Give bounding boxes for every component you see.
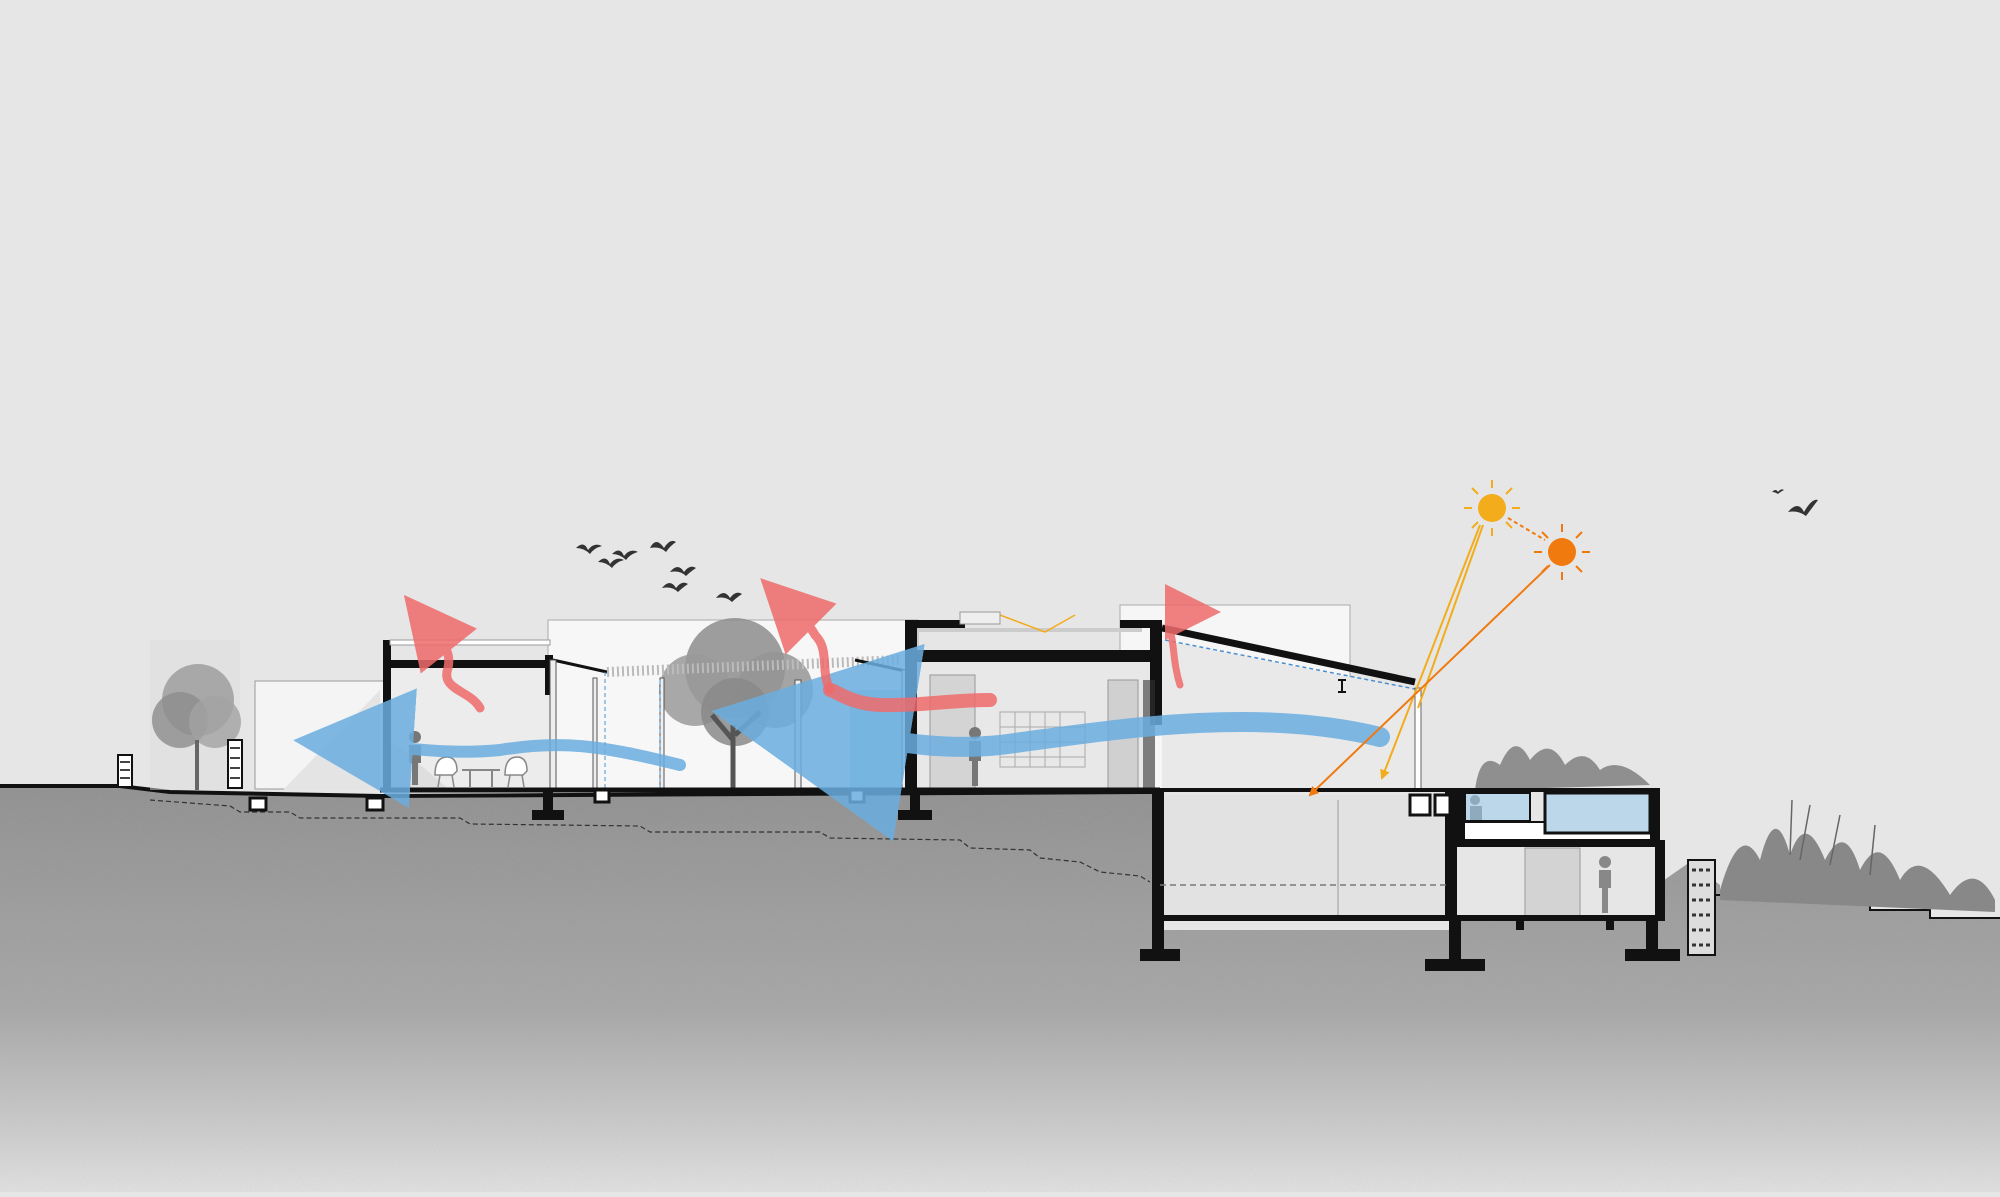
- east-wing: [1161, 624, 1422, 791]
- warm-airflow-roof: [1164, 584, 1221, 689]
- bird-solo: [1772, 489, 1818, 516]
- sun-high-icon: [1464, 480, 1520, 536]
- sun-rays: [1308, 517, 1551, 797]
- warm-airflow-west: [403, 594, 485, 713]
- gabion-right: [1687, 859, 1716, 956]
- bird-icon: [1788, 499, 1818, 516]
- person-pool: [1470, 795, 1482, 820]
- bird-icon: [612, 550, 638, 560]
- bird-icon: [576, 544, 602, 554]
- cool-airflow-west: [293, 688, 686, 809]
- warm-airflow-living: [823, 683, 997, 713]
- bird-icon: [1772, 489, 1784, 494]
- cool-airflow-main: [711, 643, 1390, 842]
- sun-ray-low: [1308, 564, 1551, 797]
- sun-ray-high-a: [1380, 524, 1481, 780]
- airflow-layer: [293, 578, 1390, 842]
- ground-mass: [0, 784, 2000, 1192]
- sun-ray-high-b: [1417, 524, 1484, 709]
- bird-icon: [670, 566, 696, 576]
- bird-icon: [662, 582, 688, 592]
- basement: [1140, 790, 1485, 971]
- warm-airflow-courtyard: [760, 578, 837, 695]
- bird-icon: [716, 592, 742, 602]
- gabion-left: [117, 739, 243, 789]
- bird-icon: [650, 540, 676, 552]
- plunge-pool: [1408, 790, 1660, 845]
- bird-flock: [576, 540, 742, 602]
- tree-left: [150, 640, 241, 790]
- sun-low-icon: [1534, 524, 1590, 580]
- vegetation-right: [1475, 746, 1995, 912]
- bird-icon: [598, 558, 624, 568]
- patio-chairs: [434, 756, 528, 788]
- person-basement: [1599, 856, 1611, 913]
